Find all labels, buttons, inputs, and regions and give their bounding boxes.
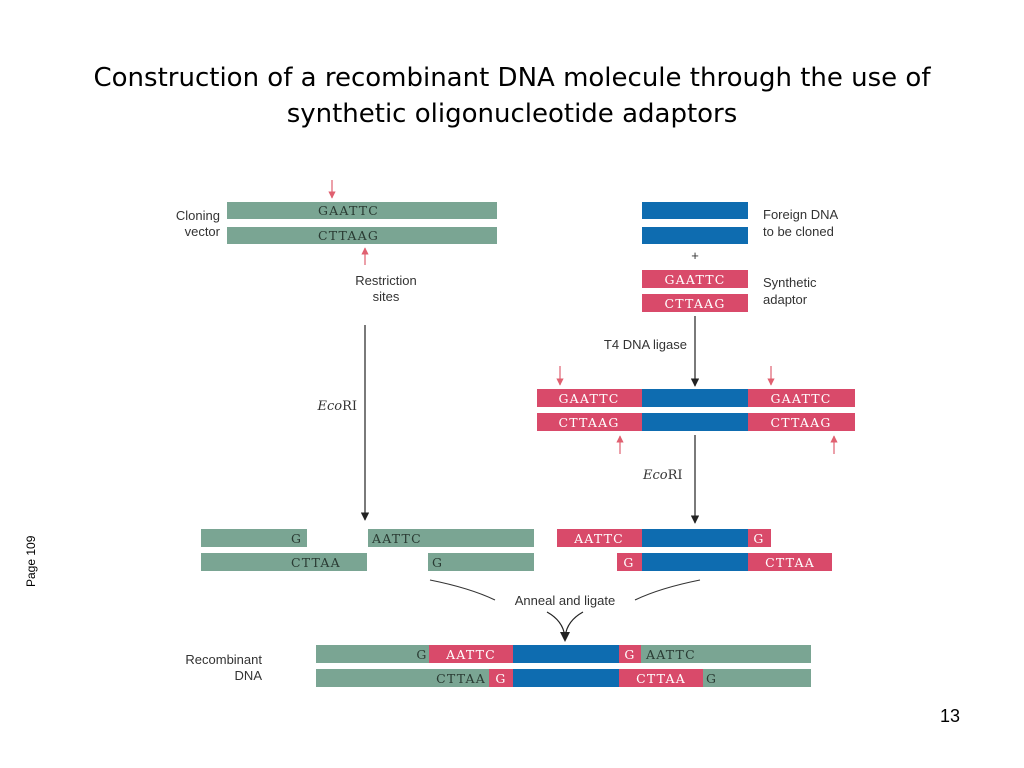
rec-top-adaptor-right <box>619 645 641 663</box>
synthetic-adaptor: GAATTC CTTAAG <box>642 270 748 312</box>
foreign-dna-label-1: Foreign DNA <box>763 207 838 222</box>
restriction-sites-label-1: Restriction <box>355 273 416 288</box>
recombinant-dna-label-2: DNA <box>235 668 263 683</box>
adaptor-top-seq: GAATTC <box>664 272 725 287</box>
cut-vector-top-left-seq: G <box>291 531 302 546</box>
cut-vector-top-left <box>201 529 307 547</box>
foreign-dna <box>642 202 748 244</box>
rec-bottom-adaptor-left <box>489 669 513 687</box>
cut-vector-top-right-seq: AATTC <box>371 531 422 546</box>
restriction-sites-label-2: sites <box>373 289 400 304</box>
ligated-right-top-seq: GAATTC <box>770 391 831 406</box>
rec-bottom-adaptor-right <box>619 669 703 687</box>
rec-top-vector-left <box>316 645 429 663</box>
title-line-2: synthetic oligonucleotide adaptors <box>286 99 738 129</box>
ligated-insert: GAATTC CTTAAG GAATTC CTTAAG <box>537 366 855 454</box>
cloning-vector: GAATTC CTTAAG <box>227 180 497 265</box>
slide-title: Construction of a recombinant DNA molecu… <box>0 60 1024 132</box>
cut-insert-top-foreign <box>642 529 748 547</box>
cut-insert-bottom-foreign <box>642 553 748 571</box>
cut-insert-bottom-left-seq: G <box>623 555 634 570</box>
left-ecori-label: EcoRI <box>316 399 357 414</box>
foreign-dna-label-2: to be cloned <box>763 224 834 239</box>
synthetic-adaptor-label-1: Synthetic <box>763 275 817 290</box>
cut-vector-bottom-right-seq: G <box>432 555 443 570</box>
cut-vector-bottom-left <box>201 553 367 571</box>
rec-top-seq-3: G <box>624 647 635 662</box>
vector-bottom-seq: CTTAAG <box>318 228 379 243</box>
cut-insert-top-left-seq: AATTC <box>573 531 624 546</box>
ligated-left-top-seq: GAATTC <box>558 391 619 406</box>
plus-sign: + <box>691 248 699 263</box>
recombinant-dna-label-1: Recombinant <box>185 652 262 667</box>
rec-top-seq-1: G <box>416 647 427 662</box>
cut-insert-bottom-adaptor-right <box>748 553 832 571</box>
rec-top-vector-right <box>641 645 811 663</box>
anneal-curve-left <box>429 579 496 601</box>
foreign-bottom-strand <box>642 227 748 244</box>
rec-bottom-vector-left <box>316 669 489 687</box>
ligated-left-bottom-seq: CTTAAG <box>558 415 619 430</box>
vector-bottom-strand <box>227 227 497 244</box>
adaptor-bottom-seq: CTTAAG <box>664 296 725 311</box>
vector-top-seq: GAATTC <box>318 203 379 218</box>
page-number: 13 <box>939 706 960 726</box>
anneal-curve-right <box>634 579 701 601</box>
cut-insert-top-adaptor-right <box>748 529 771 547</box>
cloning-vector-label-1: Cloning <box>176 208 220 223</box>
cut-insert: AATTC G G CTTAA <box>557 529 832 571</box>
foreign-top-strand <box>642 202 748 219</box>
right-ecori-label: EcoRI <box>642 468 683 483</box>
adaptor-bottom-strand <box>642 294 748 312</box>
rec-bottom-seq-4: G <box>706 671 717 686</box>
ligated-left-adaptor-bottom <box>537 413 642 431</box>
ligated-foreign-top <box>642 389 748 407</box>
rec-bottom-seq-1: CTTAA <box>436 671 486 686</box>
rec-bottom-seq-2: G <box>495 671 506 686</box>
ligated-right-bottom-seq: CTTAAG <box>770 415 831 430</box>
cut-insert-top-right-seq: G <box>753 531 764 546</box>
cut-vector-bottom-right <box>428 553 534 571</box>
rec-top-adaptor-left <box>429 645 513 663</box>
rec-bottom-foreign <box>513 669 619 687</box>
rec-top-foreign <box>513 645 619 663</box>
t4-dna-ligase-label: T4 DNA ligase <box>604 337 687 352</box>
anneal-and-ligate-label: Anneal and ligate <box>515 593 615 608</box>
cut-insert-bottom-adaptor-left <box>617 553 642 571</box>
anneal-arrow-head <box>560 632 570 642</box>
ligated-left-adaptor-top <box>537 389 642 407</box>
rec-bottom-vector-right <box>703 669 811 687</box>
rec-top-seq-2: AATTC <box>445 647 496 662</box>
synthetic-adaptor-label-2: adaptor <box>763 292 808 307</box>
cut-vector: G AATTC CTTAA G <box>201 529 534 571</box>
rec-top-seq-4: AATTC <box>645 647 696 662</box>
cut-vector-top-right <box>368 529 534 547</box>
cloning-vector-label-2: vector <box>185 224 221 239</box>
rec-bottom-seq-3: CTTAA <box>636 671 686 686</box>
ligated-right-adaptor-top <box>748 389 855 407</box>
vector-top-strand <box>227 202 497 219</box>
title-line-1: Construction of a recombinant DNA molecu… <box>93 63 931 93</box>
adaptor-top-strand <box>642 270 748 288</box>
recombinant-dna: G AATTC G AATTC CTTAA G CTTAA G <box>316 645 811 687</box>
cut-vector-bottom-left-seq: CTTAA <box>291 555 341 570</box>
ligated-foreign-bottom <box>642 413 748 431</box>
cut-insert-top-adaptor-left <box>557 529 642 547</box>
ligated-right-adaptor-bottom <box>748 413 855 431</box>
cut-insert-bottom-right-seq: CTTAA <box>765 555 815 570</box>
